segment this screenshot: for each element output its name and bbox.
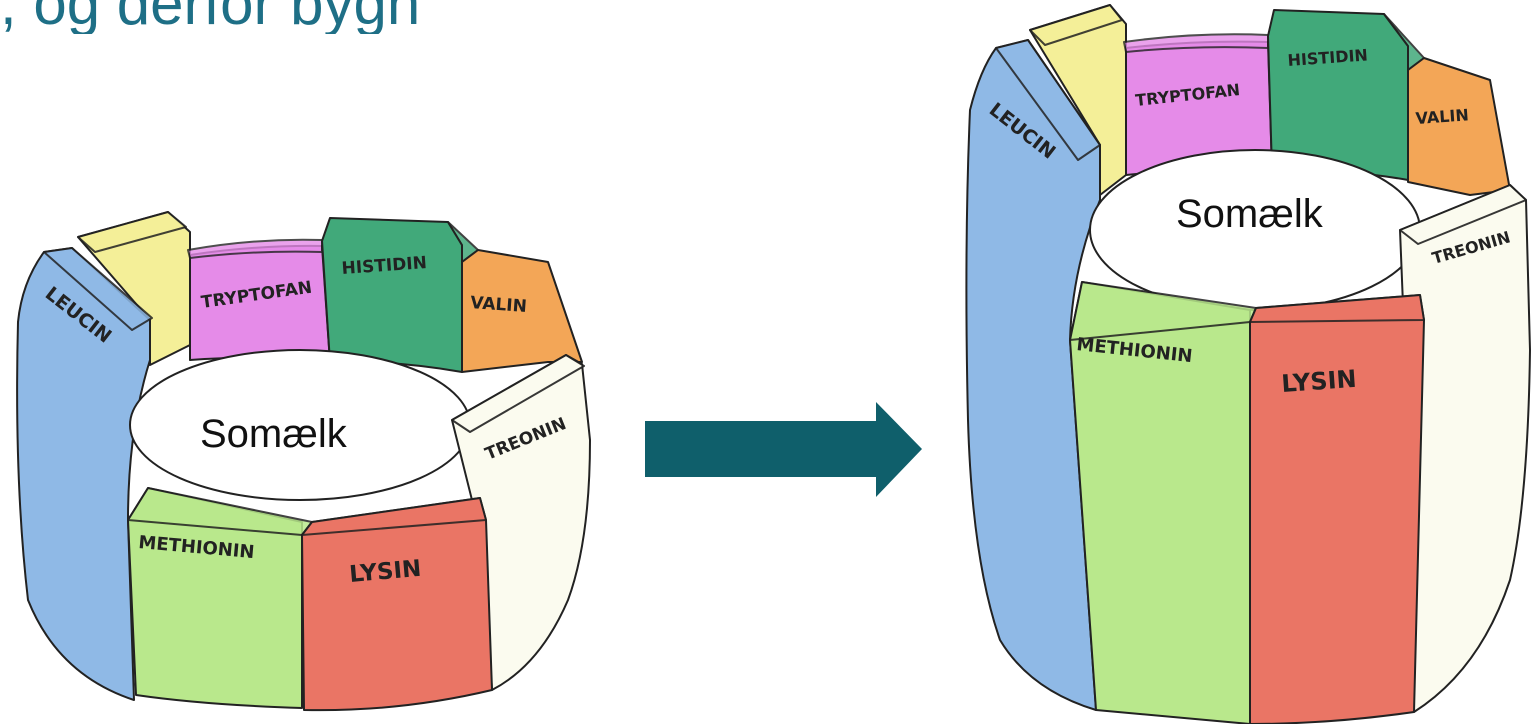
left-stave-methionin bbox=[128, 488, 312, 708]
left-label-valin: VALIN bbox=[470, 293, 528, 317]
left-center-label: Somælk bbox=[200, 412, 348, 456]
left-stave-lysin bbox=[302, 498, 492, 710]
right-label-lysin: LYSIN bbox=[1280, 365, 1357, 398]
arrow-right-icon bbox=[645, 402, 922, 497]
left-stave-histidin bbox=[322, 218, 478, 372]
right-label-valin: VALIN bbox=[1415, 105, 1469, 128]
right-stave-lysin bbox=[1250, 295, 1424, 724]
right-center-label: Somælk bbox=[1176, 192, 1324, 236]
